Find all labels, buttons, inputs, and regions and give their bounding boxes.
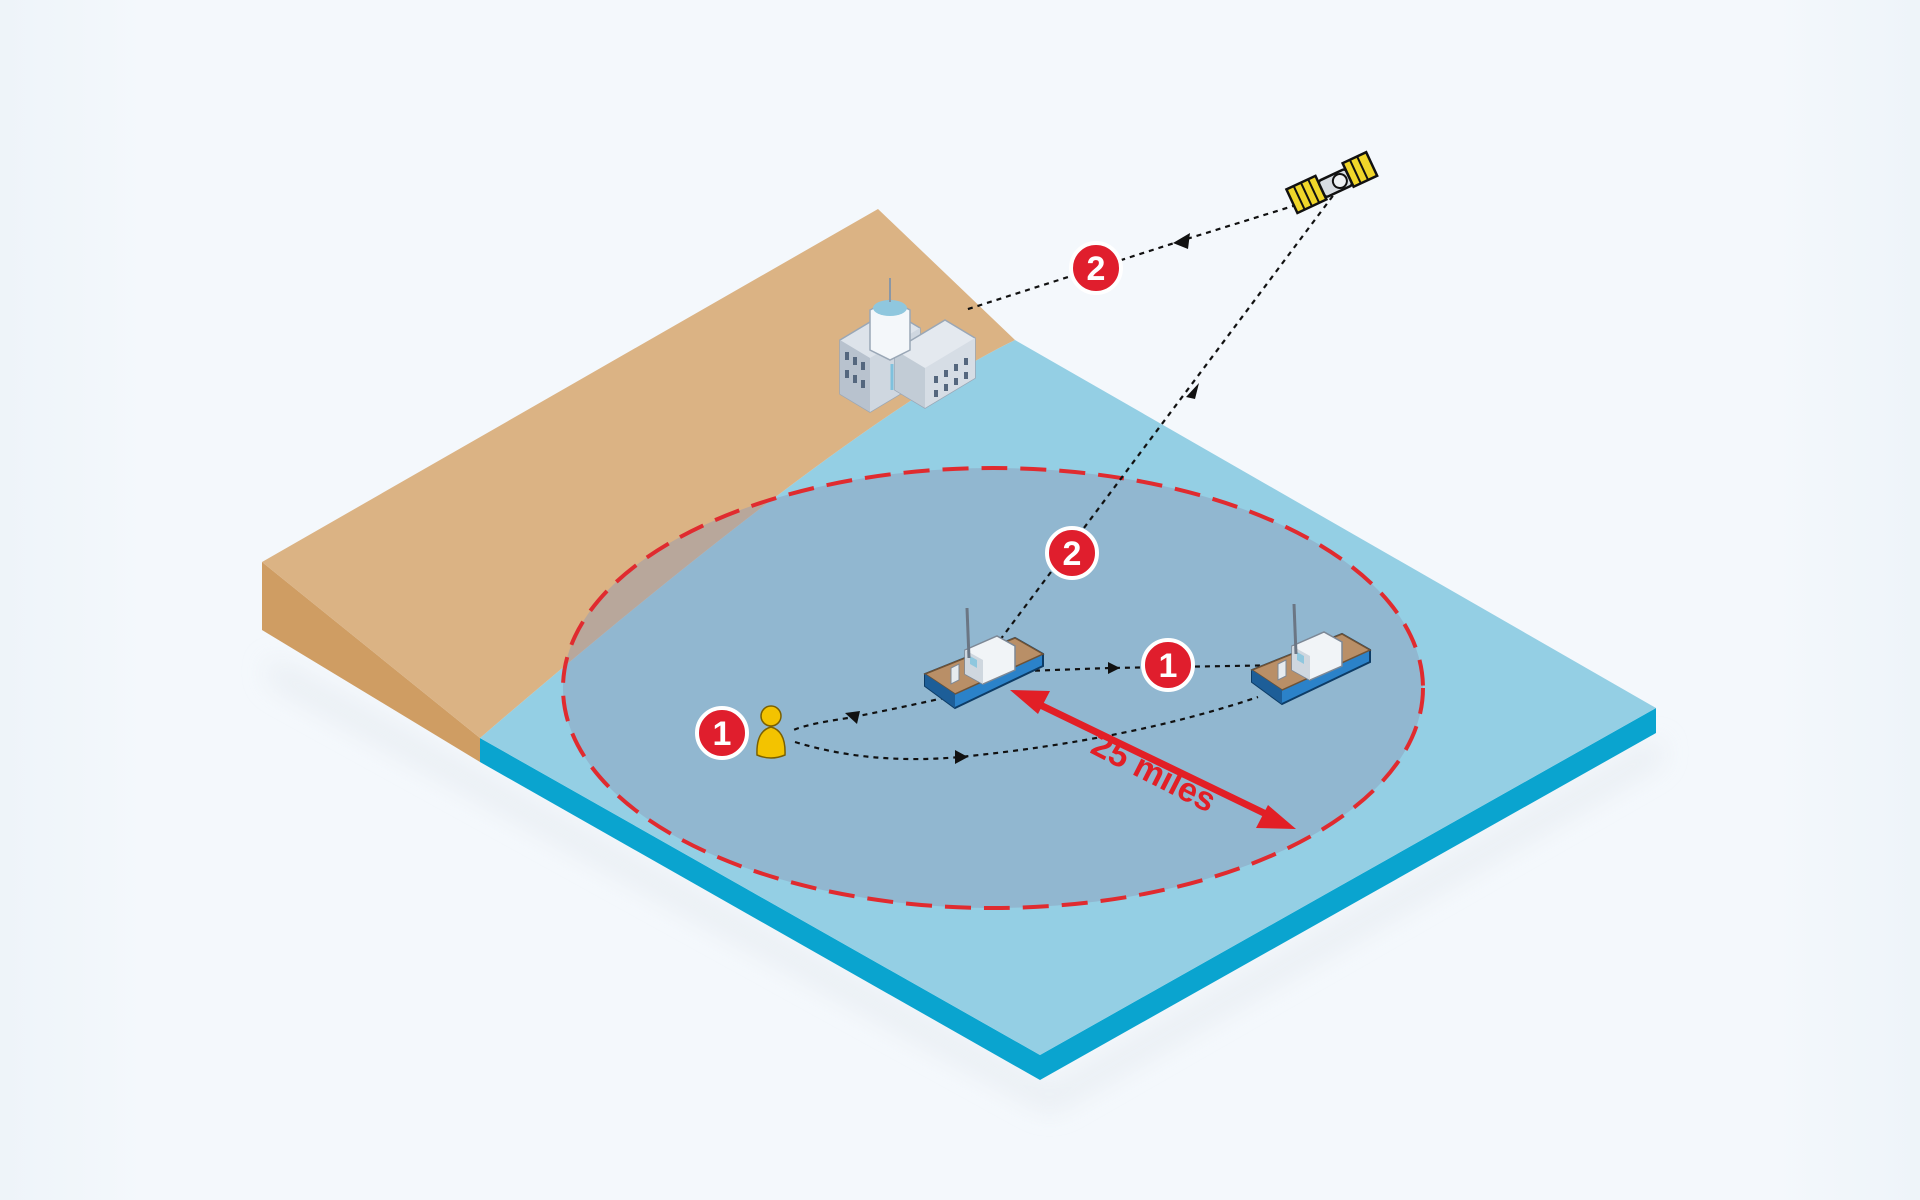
- arrowhead-up: [1186, 383, 1199, 399]
- satellite-icon: [1284, 150, 1379, 215]
- arrowhead-to-boat2: [955, 750, 968, 764]
- person-in-water-icon: [756, 705, 786, 759]
- coast-station-building-icon: [839, 278, 976, 413]
- fishing-boat-icon: [1250, 603, 1372, 706]
- step-badge-ship-uplink: 2: [1045, 526, 1099, 580]
- link-satellite-to-station: [964, 191, 1336, 312]
- fishing-boat-icon: [923, 607, 1045, 710]
- link-person-to-boat: [794, 695, 1259, 761]
- land-slab: [262, 209, 1015, 762]
- arrowhead-to-person: [845, 711, 860, 724]
- step-badge-ship-to-ship: 1: [1141, 638, 1195, 692]
- step-badge-satellite: 2: [1069, 241, 1123, 295]
- step-badge-label: 1: [713, 715, 732, 753]
- step-badge-person: 1: [695, 706, 749, 760]
- link-arrowheads: [845, 233, 1199, 764]
- step-badge-label: 2: [1063, 535, 1082, 573]
- step-badge-label: 2: [1087, 250, 1106, 288]
- arrowhead-to-station: [1173, 233, 1190, 249]
- arrowhead-boat-right: [1108, 662, 1120, 674]
- step-badge-label: 1: [1159, 647, 1178, 685]
